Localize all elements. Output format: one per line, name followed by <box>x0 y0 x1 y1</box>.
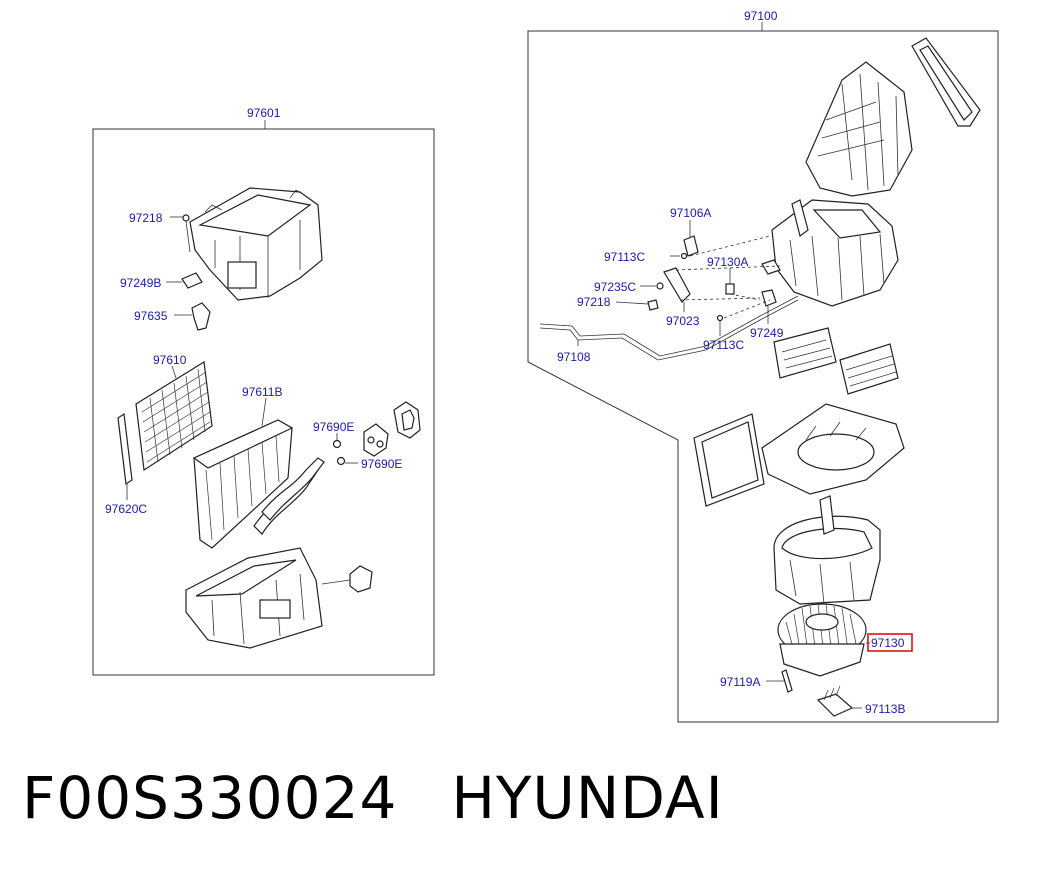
gasket-97620C-part <box>117 412 133 486</box>
bracket-97249-part <box>761 289 777 307</box>
label-97106A[interactable]: 97106A <box>670 206 711 220</box>
label-97108[interactable]: 97108 <box>557 350 591 364</box>
label-97113C-upper[interactable]: 97113C <box>604 250 645 264</box>
filter-pair-part <box>773 327 899 395</box>
upper-case-part <box>189 187 323 301</box>
evaporator-assembly-group: 97601 <box>92 106 435 676</box>
label-97113C-lower[interactable]: 97113C <box>703 338 744 352</box>
label-97610[interactable]: 97610 <box>153 353 187 367</box>
oring-97690E-part-2 <box>336 456 346 466</box>
label-97690E-lower[interactable]: 97690E <box>361 457 402 471</box>
label-97119A[interactable]: 97119A <box>720 675 760 689</box>
intake-duct-part <box>805 61 913 197</box>
blower-motor-97130-part <box>777 603 867 677</box>
filter-97610-part <box>135 360 213 472</box>
screw-97113C-part <box>680 252 688 260</box>
screw-97218-right-part <box>647 299 659 311</box>
label-97218-right[interactable]: 97218 <box>577 295 611 309</box>
label-97130A[interactable]: 97130A <box>707 255 748 269</box>
bracket-97635-part <box>191 302 211 331</box>
intake-housing-part <box>771 199 899 307</box>
seal-plate-part <box>363 423 389 457</box>
label-97235C[interactable]: 97235C <box>594 280 636 294</box>
label-97635[interactable]: 97635 <box>134 309 168 323</box>
label-97249B[interactable]: 97249B <box>120 276 161 290</box>
pin-97119A-part <box>781 669 793 693</box>
label-97249[interactable]: 97249 <box>750 326 784 340</box>
evaporator-core-97611B-part <box>192 419 325 549</box>
label-97218-left[interactable]: 97218 <box>129 211 163 225</box>
screw-97113C-lower-part <box>716 314 724 322</box>
assembly-label-97100[interactable]: 97100 <box>744 9 778 23</box>
assembly-label-97601[interactable]: 97601 <box>247 106 281 120</box>
actuator-97130A-part <box>725 283 735 295</box>
lever-97106A-part <box>683 235 699 257</box>
blower-housing-part <box>773 495 881 605</box>
clip-97235C-part <box>656 282 664 290</box>
clip-97249B-part <box>181 272 203 289</box>
screw-97218-part <box>182 214 190 222</box>
oring-97690E-part <box>332 439 342 449</box>
blower-assembly-group: 97100 <box>527 9 999 723</box>
lower-case-part <box>185 547 323 649</box>
label-97690E-upper[interactable]: 97690E <box>313 420 354 434</box>
footer-caption: F00S330024 HYUNDAI <box>22 764 724 832</box>
evaporator-assembly-frame <box>92 128 435 676</box>
rod-97108-part <box>539 295 799 357</box>
highlight-box-97130 <box>867 633 913 652</box>
part-number: F00S330024 <box>22 764 398 832</box>
blower-assembly-frame <box>527 30 999 723</box>
link-97023-part <box>663 267 691 303</box>
label-97113B[interactable]: 97113B <box>865 702 905 716</box>
label-97611B[interactable]: 97611B <box>242 385 282 399</box>
label-97620C[interactable]: 97620C <box>105 502 147 516</box>
label-97130-highlighted[interactable]: 97130 <box>871 636 905 650</box>
label-97023[interactable]: 97023 <box>666 314 700 328</box>
filter-cover-part <box>761 403 905 495</box>
resistor-97113B-part <box>816 693 854 717</box>
actuator-part <box>349 565 373 593</box>
brand-name: HYUNDAI <box>451 764 724 832</box>
